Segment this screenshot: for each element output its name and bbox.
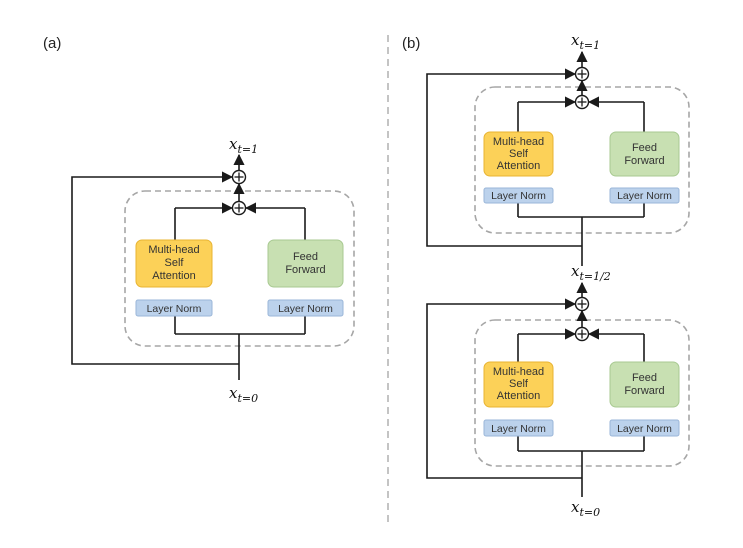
panel-a-label: (a): [43, 35, 61, 52]
panel-b-upper-container: [474, 86, 690, 234]
panel-b-upper-attention-block: Multi-head Self Attention: [483, 131, 554, 177]
svg-text:Layer Norm: Layer Norm: [617, 190, 672, 202]
svg-text:Attention: Attention: [497, 390, 540, 402]
panel-a-layer-norm-right: Layer Norm: [267, 299, 344, 317]
panel-a: (a) xt=1 xt=0: [43, 35, 355, 405]
panel-b-lower-attention-block: Multi-head Self Attention: [483, 361, 554, 408]
panel-a-attention-block: Multi-head Self Attention: [135, 239, 213, 288]
panel-b-upper-add-icon-top: [574, 66, 590, 82]
svg-text:Feed: Feed: [632, 372, 657, 384]
svg-text:Forward: Forward: [624, 385, 664, 397]
panel-b-upper-add-icon-bottom: [574, 94, 590, 110]
panel-a-layer-norm-left: Layer Norm: [135, 299, 213, 317]
svg-text:Attention: Attention: [152, 270, 195, 282]
panel-a-output-label: xt=1: [229, 135, 258, 156]
svg-text:Multi-head: Multi-head: [148, 244, 199, 256]
svg-text:Layer Norm: Layer Norm: [278, 303, 333, 315]
panel-a-feed-forward-block: Feed Forward: [267, 239, 344, 288]
panel-b-output-label: xt=1: [571, 31, 600, 52]
svg-text:Feed: Feed: [632, 142, 657, 154]
panel-b-upper-layer-norm-right: Layer Norm: [609, 187, 680, 204]
panel-a-input-label: xt=0: [229, 384, 258, 405]
panel-b-upper-layer-norm-left: Layer Norm: [483, 187, 554, 204]
panel-b-middle-label: xt=1/2: [571, 262, 611, 283]
panel-b-lower-layer-norm-left: Layer Norm: [483, 419, 554, 437]
panel-b-input-label: xt=0: [571, 498, 600, 519]
panel-b-upper-residual-line: [426, 68, 582, 247]
panel-b-lower-container: [474, 319, 690, 467]
svg-text:Self: Self: [509, 378, 529, 390]
panel-b-lower-add-icon-bottom: [574, 326, 590, 342]
svg-text:Forward: Forward: [285, 264, 325, 276]
svg-text:Self: Self: [165, 257, 185, 269]
panel-b-lower-add-icon-top: [574, 296, 590, 312]
svg-text:Layer Norm: Layer Norm: [491, 423, 546, 435]
panel-b-upper-feed-forward-block: Feed Forward: [609, 131, 680, 177]
panel-b-lower-residual-line: [426, 298, 582, 479]
svg-text:Multi-head: Multi-head: [493, 366, 544, 378]
svg-text:Layer Norm: Layer Norm: [491, 190, 546, 202]
svg-text:Multi-head: Multi-head: [493, 136, 544, 148]
svg-text:Attention: Attention: [497, 160, 540, 172]
panel-a-add-icon-bottom: [231, 200, 247, 216]
svg-text:Self: Self: [509, 148, 529, 160]
svg-text:Feed: Feed: [293, 251, 318, 263]
panel-b-lower-layer-norm-right: Layer Norm: [609, 419, 680, 437]
panel-b-upper-layer: Multi-head Self Attention Feed Forward L…: [426, 50, 690, 266]
panel-a-add-icon-top: [231, 169, 247, 185]
svg-text:Layer Norm: Layer Norm: [147, 303, 202, 315]
panel-b-lower-layer: Multi-head Self Attention Feed Forward L…: [426, 281, 690, 497]
panel-b-label: (b): [402, 35, 420, 52]
panel-a-residual-line: [71, 171, 239, 365]
panel-b-lower-feed-forward-block: Feed Forward: [609, 361, 680, 408]
panel-b: (b) xt=1 xt=1/2 xt=0: [402, 31, 690, 519]
svg-text:Forward: Forward: [624, 155, 664, 167]
svg-text:Layer Norm: Layer Norm: [617, 423, 672, 435]
